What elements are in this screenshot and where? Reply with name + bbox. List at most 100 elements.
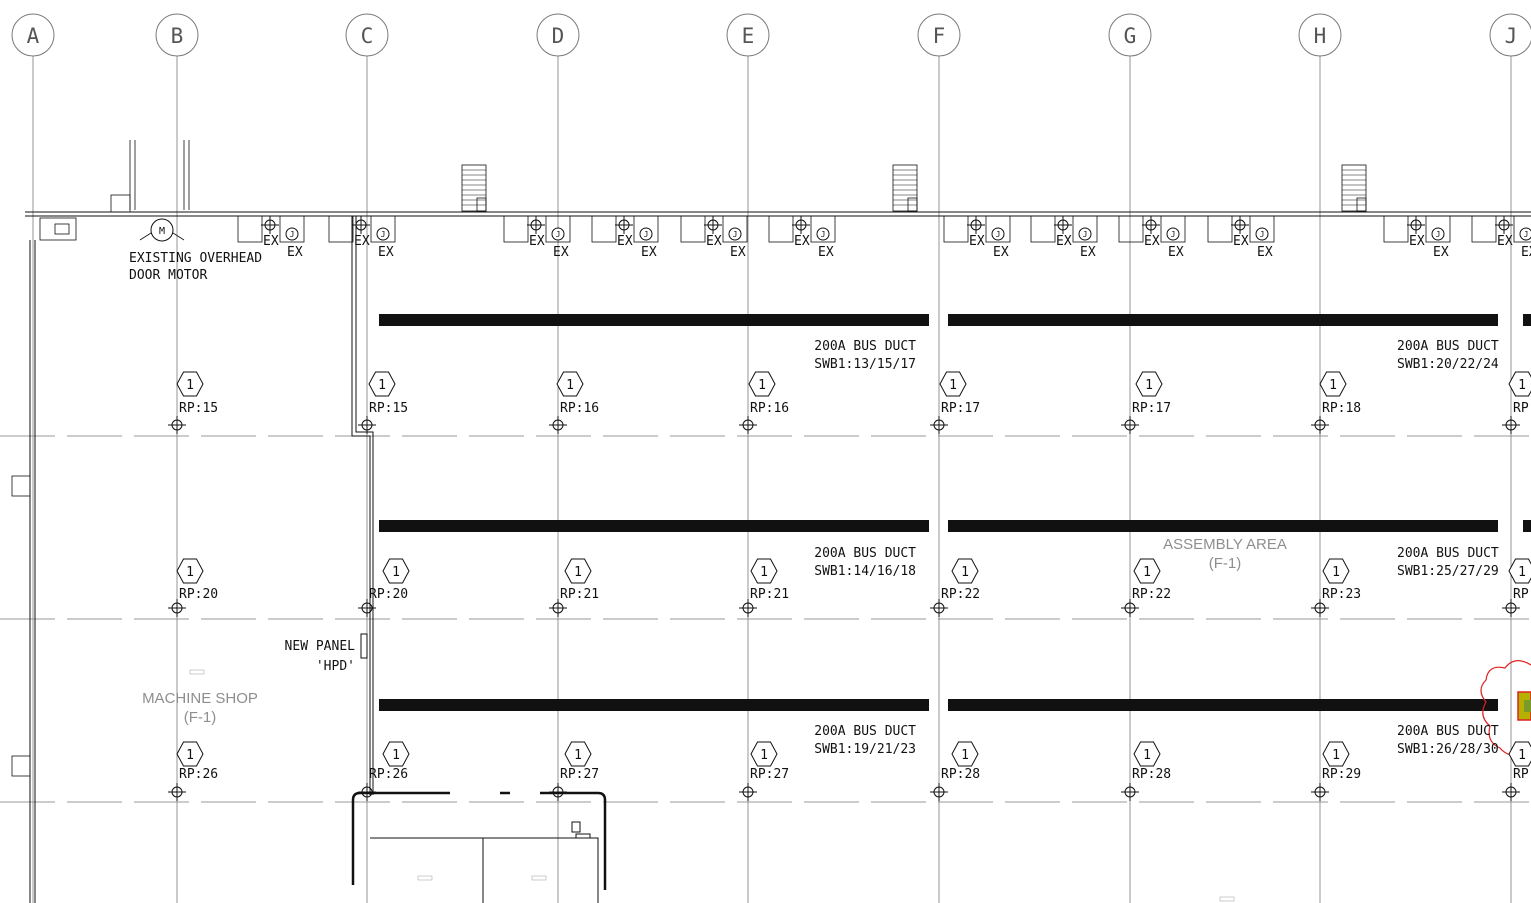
room-machine-shop-name: MACHINE SHOP [142, 690, 258, 707]
bus-duct [948, 699, 1498, 711]
keynote-hexagon-shape [1322, 741, 1350, 767]
keynote-hexagon: 1 [556, 371, 584, 397]
grid-bubble-text: E [742, 24, 755, 48]
exhaust-fan-tag: EX [794, 234, 810, 249]
keynote-number: 1 [760, 565, 768, 580]
keynote-number: 1 [1518, 378, 1526, 393]
fixture-tag: RP:21 [560, 587, 600, 602]
keynote-hexagon: 1 [564, 741, 592, 767]
keynote-hexagon: 1 [176, 741, 204, 767]
duct-opening [985, 215, 1011, 243]
revision-cloud [1480, 660, 1531, 757]
bus-duct [379, 520, 929, 532]
light-fixture-icon [1121, 783, 1139, 801]
keynote-hexagon: 1 [1135, 371, 1163, 397]
fixture-tag: RP:27 [750, 767, 790, 782]
panel [54, 223, 70, 235]
duct-opening [1207, 215, 1233, 243]
stair [1341, 164, 1367, 212]
junction-box-icon [285, 227, 299, 241]
junction-box-tag: J [1083, 230, 1088, 239]
bus-duct [948, 314, 1498, 326]
keynote-number: 1 [760, 748, 768, 763]
keynote-hexagon-shape [382, 741, 410, 767]
light-fixture-icon [168, 416, 186, 434]
new-panel-hpd [360, 633, 368, 659]
exhaust-fan-group: J [1207, 215, 1275, 243]
keynote-hexagon: 1 [176, 558, 204, 584]
duct-opening [328, 215, 354, 243]
keynote-number: 1 [1145, 378, 1153, 393]
keynote-hexagon: 1 [1319, 371, 1347, 397]
light-fixture-icon [930, 783, 948, 801]
bus-duct [379, 314, 929, 326]
light-fixture-icon [168, 599, 186, 617]
light-fixture-icon [930, 416, 948, 434]
junction-box-tag: J [556, 230, 561, 239]
keynote-hexagon: 1 [368, 371, 396, 397]
junction-box-tag: J [290, 230, 295, 239]
grid-bubble-text: D [552, 24, 565, 48]
keynote-number: 1 [961, 748, 969, 763]
fixture-tag: RP:15 [369, 401, 409, 416]
exhaust-fan-group: J [1118, 215, 1186, 243]
grid-bubble-text: B [171, 24, 184, 48]
keynote-hexagon: 1 [1133, 741, 1161, 767]
keynote-hexagon: 1 [1133, 558, 1161, 584]
room-machine-shop-occupancy: (F-1) [183, 709, 217, 726]
keynote-number: 1 [949, 378, 957, 393]
motor-leader [139, 232, 152, 241]
light-fixture-icon [1311, 783, 1329, 801]
junction-box-icon [991, 227, 1005, 241]
duct-opening [279, 215, 305, 243]
fixture-tag: RP:28 [941, 767, 981, 782]
bus-duct-rating: 200A BUS DUCT [814, 546, 916, 561]
exhaust-fan-tag: EX [1497, 234, 1513, 249]
exhaust-fan-tag: EX [1521, 245, 1531, 260]
fixture-tag: RP:22 [1132, 587, 1172, 602]
bus-duct-rating: 200A BUS DUCT [1397, 724, 1499, 739]
bus-duct-label-6: 200A BUS DUCT SWB1:26/28/30 [1397, 723, 1499, 759]
grid-bubble-text: J [1505, 24, 1518, 48]
junction-box-tag: J [1524, 230, 1529, 239]
junction-box-icon [728, 227, 742, 241]
light-fixture-icon [1311, 416, 1329, 434]
exhaust-fan-tag: EX [378, 245, 394, 260]
room-number-tag [189, 669, 205, 675]
exhaust-fan-tag: EX [641, 245, 657, 260]
bus-duct-runs [379, 314, 1531, 711]
fixture-tag: RP:27 [560, 767, 600, 782]
junction-box-tag: J [821, 230, 826, 239]
exhaust-fan-tag: EX [617, 234, 633, 249]
new-panel-note-line2: 'HPD' [315, 659, 355, 674]
stair-outline [1341, 164, 1367, 212]
bus-duct-label-4: 200A BUS DUCT SWB1:25/27/29 [1397, 545, 1499, 581]
exhaust-fan-tag: EX [969, 234, 985, 249]
fixture-tag: RP:20 [179, 587, 219, 602]
junction-box-tag: J [733, 230, 738, 239]
light-fixture-icon [1502, 783, 1520, 801]
room-number-tag [1219, 896, 1235, 902]
keynote-hexagon-shape [748, 371, 776, 397]
bus-duct [1523, 314, 1531, 326]
light-fixture-icon [549, 783, 567, 801]
room-number-tag [417, 875, 433, 881]
exhaust-fan-tag: EX [1257, 245, 1273, 260]
bus-duct-label-3: 200A BUS DUCT SWB1:14/16/18 [760, 545, 916, 581]
new-panel-note-line1: NEW PANEL [284, 639, 355, 654]
duct-opening [1471, 215, 1497, 243]
exhaust-fan-tag: EX [730, 245, 746, 260]
fixture-tag: RP:16 [750, 401, 790, 416]
keynote-hexagon: 1 [748, 371, 776, 397]
room-assembly-area-occupancy: (F-1) [1208, 555, 1242, 572]
bus-duct-rating: 200A BUS DUCT [1397, 339, 1499, 354]
exhaust-fan-group: J [943, 215, 1011, 243]
exhaust-fan-group: J [591, 215, 659, 243]
motor-leader [172, 232, 185, 241]
bus-duct-label-2: 200A BUS DUCT SWB1:20/22/24 [1397, 338, 1499, 374]
keynote-number: 1 [1518, 748, 1526, 763]
exhaust-fan-group: J [680, 215, 748, 243]
exhaust-fan-group: J [328, 215, 396, 243]
duct-opening [680, 215, 706, 243]
